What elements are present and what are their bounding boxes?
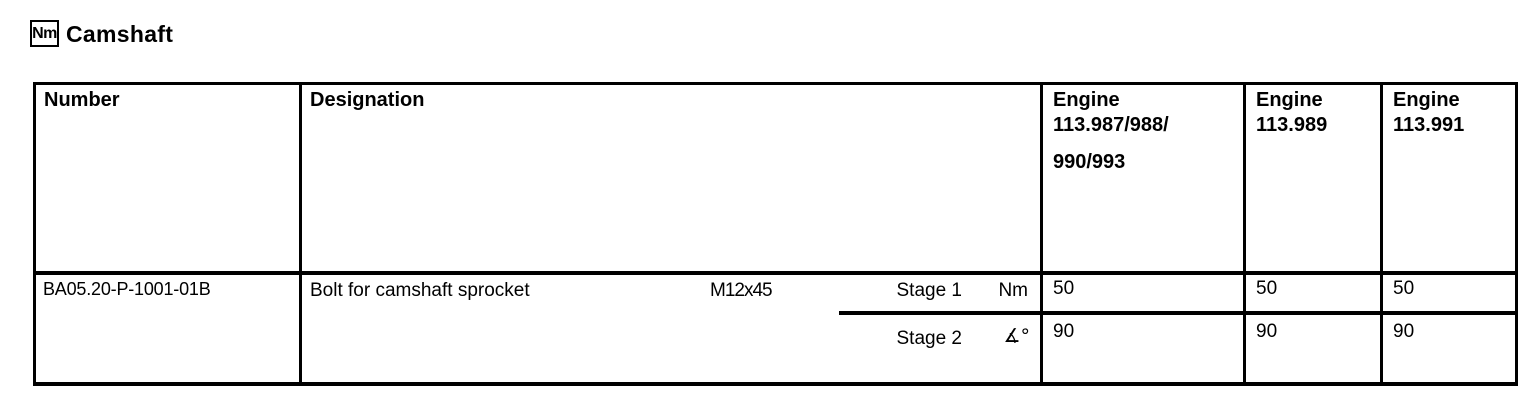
- engine-2-stage-2-value: 90: [1256, 321, 1278, 342]
- engine-2-code: 113.989: [1256, 114, 1328, 136]
- engine-3-stage-2-value: 90: [1393, 321, 1415, 342]
- column-header-engine-3: Engine 113.991: [1383, 85, 1515, 271]
- engine-1-stage-2-value: 90: [1053, 321, 1075, 342]
- engine-1-values-cell: 50 90: [1043, 275, 1246, 382]
- designation-cell: Bolt for camshaft sprocket M12x45 Stage …: [302, 275, 1043, 382]
- stage-2-unit-angle-icon: ∡°: [1003, 325, 1030, 347]
- engine-1-stage-1-value: 50: [1043, 275, 1243, 315]
- engine-2-name: Engine: [1256, 89, 1323, 111]
- thread-size: M12x45: [710, 280, 773, 301]
- torque-spec-table: Number Designation Engine 113.987/988/ 9…: [33, 82, 1518, 386]
- table-header-row: Number Designation Engine 113.987/988/ 9…: [36, 85, 1515, 275]
- table-data-row: BA05.20-P-1001-01B Bolt for camshaft spr…: [36, 275, 1515, 382]
- engine-3-stage-1-value: 50: [1383, 275, 1515, 315]
- engine-3-code: 113.991: [1393, 114, 1465, 136]
- document-number-cell: BA05.20-P-1001-01B: [36, 275, 302, 382]
- designation-text: Bolt for camshaft sprocket: [310, 280, 530, 301]
- column-header-engine-1: Engine 113.987/988/ 990/993: [1043, 85, 1246, 271]
- column-header-engine-2: Engine 113.989: [1246, 85, 1383, 271]
- stage-2-label: Stage 2: [896, 328, 963, 349]
- stage-divider-line: [839, 311, 1040, 315]
- column-header-number: Number: [36, 85, 302, 271]
- engine-1-name: Engine: [1053, 89, 1120, 111]
- engine-2-stage-1-value: 50: [1246, 275, 1380, 315]
- engine-3-name: Engine: [1393, 89, 1460, 111]
- engine-2-values-cell: 50 90: [1246, 275, 1383, 382]
- page-title: Camshaft: [66, 21, 174, 47]
- engine-3-values-cell: 50 90: [1383, 275, 1515, 382]
- engine-1-codes-b: 990/993: [1053, 151, 1126, 173]
- stage-1-label: Stage 1: [896, 280, 963, 301]
- engine-1-codes-a: 113.987/988/: [1053, 114, 1169, 136]
- column-header-designation: Designation: [302, 85, 1043, 271]
- stage-1-unit: Nm: [998, 280, 1028, 301]
- section-title-block: Nm Camshaft: [30, 20, 173, 47]
- nm-torque-icon: Nm: [30, 20, 59, 47]
